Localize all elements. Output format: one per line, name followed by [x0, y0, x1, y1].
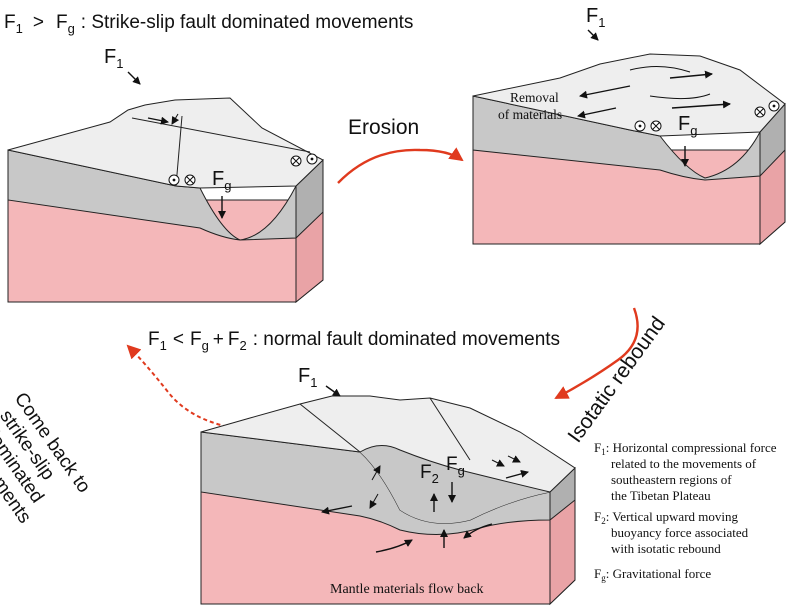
- legend-item-f2: F2: Vertical upward moving buoyancy forc…: [594, 509, 749, 556]
- svg-text:F1: F1: [298, 365, 317, 390]
- svg-text:Erosion: Erosion: [348, 116, 419, 139]
- isostatic-rebound-arrow: Isotatic rebound: [554, 307, 670, 447]
- svg-text:F1: Horizontal compressional f: F1: Horizontal compressional force: [594, 440, 777, 457]
- top-condition-title: F1>Fg: Strike-slip fault dominated movem…: [4, 12, 413, 36]
- svg-text:Fg: Fg: [212, 168, 231, 193]
- svg-text:F2: F2: [420, 462, 439, 486]
- svg-text:Mantle materials flow back: Mantle materials flow back: [330, 582, 484, 597]
- mid-condition-title: F1<Fg+F2: normal fault dominated movemen…: [148, 329, 560, 353]
- legend-item-f1: F1: Horizontal compressional force relat…: [594, 440, 777, 503]
- svg-text:F1>Fg: Strike-slip fault domin: F1>Fg: Strike-slip fault dominated movem…: [4, 12, 413, 36]
- svg-text:F1: F1: [104, 46, 123, 71]
- svg-text:related to the movements of: related to the movements of: [611, 456, 757, 471]
- block-2-erosion: Removal of materials F1 Fg: [472, 5, 786, 246]
- svg-text:of materials: of materials: [498, 107, 562, 122]
- svg-text:F1: F1: [586, 5, 605, 30]
- svg-text:buoyancy force associated: buoyancy force associated: [611, 525, 749, 540]
- svg-text:Isotatic rebound: Isotatic rebound: [563, 313, 669, 447]
- svg-text:Fg: Gravitational force: Fg: Gravitational force: [594, 566, 711, 583]
- svg-text:F1<Fg+F2: normal fault dominat: F1<Fg+F2: normal fault dominated movemen…: [148, 329, 560, 353]
- svg-text:the Tibetan Plateau: the Tibetan Plateau: [611, 488, 711, 503]
- svg-text:Fg: Fg: [446, 454, 465, 478]
- come-back-label: Come back to strike-slip dominated movem…: [0, 389, 94, 528]
- legend: F1: Horizontal compressional force relat…: [594, 440, 777, 583]
- block-1-strike-slip: F1 Fg: [7, 46, 324, 304]
- svg-text:Fg: Fg: [678, 113, 697, 138]
- svg-text:F2: Vertical upward moving: F2: Vertical upward moving: [594, 509, 738, 526]
- come-back-arrow: Come back to strike-slip dominated movem…: [0, 344, 235, 528]
- erosion-arrow: Erosion: [337, 116, 464, 184]
- block-3-normal-fault: F1 F2 Fg Mantle materials flow back: [200, 365, 576, 606]
- svg-text:with isotatic rebound: with isotatic rebound: [611, 541, 721, 556]
- legend-item-fg: Fg: Gravitational force: [594, 566, 711, 583]
- svg-text:Removal: Removal: [510, 90, 559, 105]
- svg-text:southeastern regions of: southeastern regions of: [611, 472, 732, 487]
